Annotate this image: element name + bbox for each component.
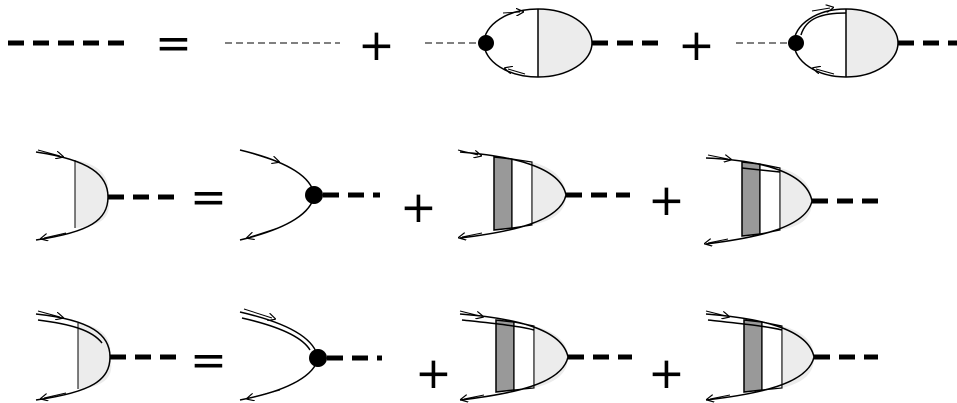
vertex-dot: [788, 35, 804, 51]
plus-sign: +: [678, 20, 715, 71]
ladder-gray-rung-double: [460, 310, 632, 400]
equals-sign: =: [190, 172, 227, 223]
plus-sign: +: [648, 175, 685, 226]
plus-sign: +: [400, 182, 437, 233]
vertex-dot: [305, 186, 323, 204]
ladder-gray-rung-double-line: [706, 155, 878, 244]
vertex-dot: [309, 349, 327, 367]
bare-vertex-double-line: [239, 308, 382, 400]
plus-sign: +: [358, 20, 395, 71]
half-bubble-double-line: [35, 310, 180, 400]
row-3: = + +: [35, 308, 878, 400]
equals-sign: =: [155, 18, 192, 69]
bare-vertex: [239, 149, 380, 241]
vertex-dot: [478, 35, 494, 51]
row-1: = + +: [8, 8, 957, 78]
ladder-gray-rung: [458, 149, 630, 238]
half-bubble: [35, 149, 180, 240]
row-2: = + +: [35, 149, 878, 244]
bubble-with-double-line-vertex: [736, 8, 957, 78]
plus-sign: +: [415, 348, 452, 399]
equals-sign: =: [190, 335, 227, 386]
ladder-gray-rung-double-both: [706, 310, 878, 400]
plus-sign: +: [648, 348, 685, 399]
bubble-with-vertex: [425, 9, 665, 78]
